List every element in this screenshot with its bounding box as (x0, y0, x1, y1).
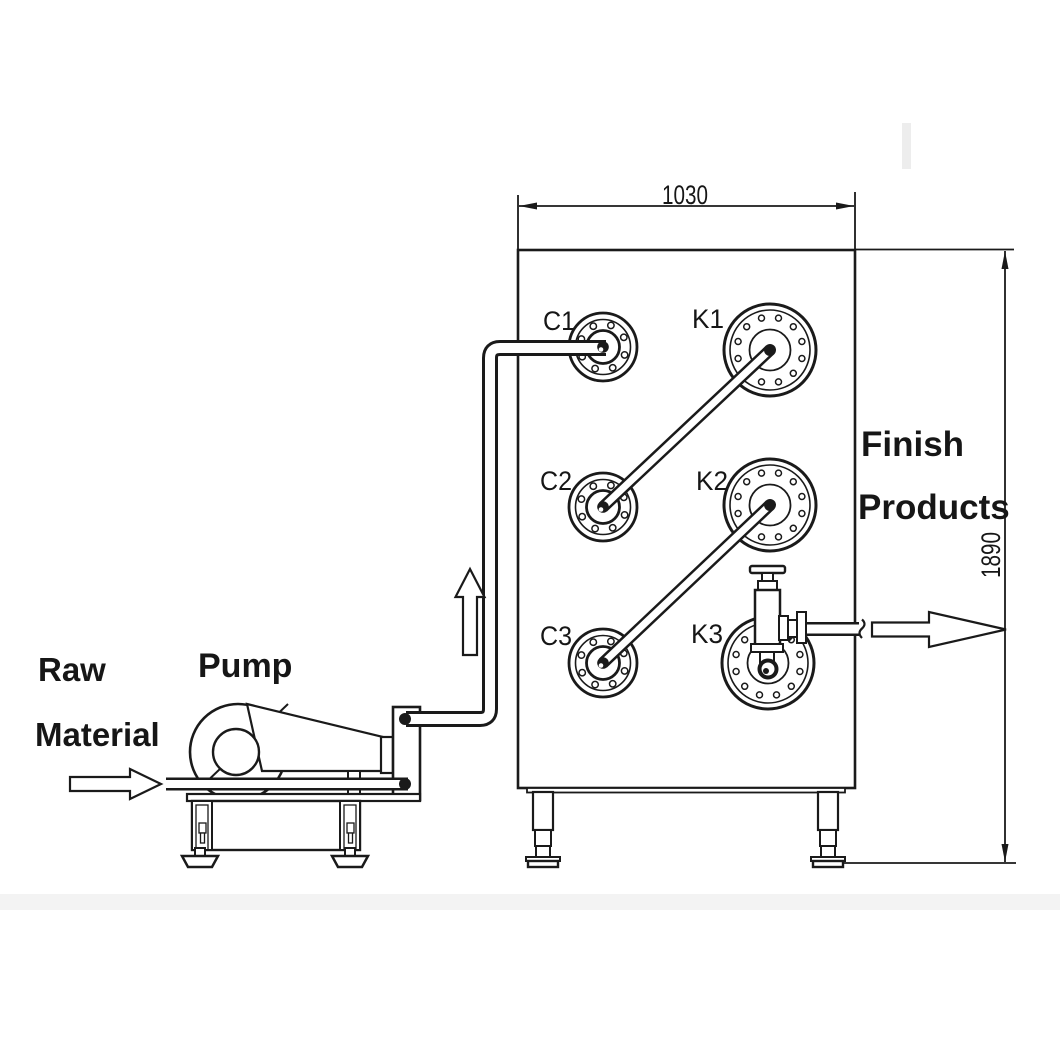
raw-material-inlet-arrow-icon (68, 767, 164, 801)
pump-discharge-flange (379, 735, 395, 775)
pump-cone-body (245, 702, 385, 773)
port-label-c3: C3 (540, 621, 572, 651)
background-smudge (902, 123, 911, 169)
pipe-pump-to-c1 (406, 340, 606, 727)
dimension-height (843, 248, 1016, 864)
valve-body (753, 588, 782, 647)
port-label-k1: K1 (692, 304, 724, 334)
cabinet-leg-right (809, 790, 847, 869)
up-flow-arrow-icon (453, 566, 487, 657)
pipe-finish-outlet (806, 618, 866, 639)
finish-products-label-line1: Finish (861, 425, 964, 464)
pump-base-frame (190, 799, 362, 852)
cabinet-bottom-rail (526, 787, 846, 794)
pipe-break-symbol (858, 618, 866, 639)
port-label-c2: C2 (540, 466, 572, 496)
dimension-height-value: 1890 (976, 532, 1006, 578)
pump-label: Pump (198, 647, 292, 685)
port-label-k3: K3 (691, 619, 723, 649)
pump-unit (180, 702, 422, 869)
pipe-cap-highlights (598, 347, 604, 668)
cabinet-leg-left (524, 790, 562, 869)
dimension-width (517, 192, 856, 250)
raw-material-label-line1: Raw (38, 651, 106, 688)
raw-material-label-line2: Material (35, 716, 160, 753)
pipe-k1-to-c2 (598, 345, 775, 512)
finish-products-label-line2: Products (858, 488, 1010, 527)
pipe-k2-to-c3 (598, 500, 775, 668)
port-label-c1: C1 (543, 306, 575, 336)
background-band (0, 894, 1060, 910)
port-label-k2: K2 (696, 466, 728, 496)
dimension-width-value: 1030 (662, 180, 708, 210)
finish-products-outlet-arrow-icon (870, 610, 1007, 649)
pump-hub (211, 727, 261, 777)
valve-icon (748, 564, 807, 680)
valve-handwheel (748, 564, 787, 575)
